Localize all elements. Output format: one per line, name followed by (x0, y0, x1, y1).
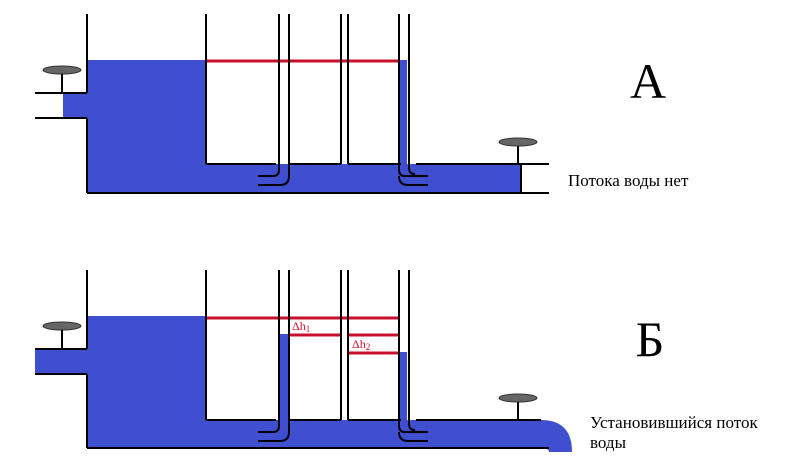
panel-b-valve-outlet (498, 393, 538, 420)
panel-b-channel-water (87, 420, 543, 448)
panel-b-outflow-jet (541, 420, 572, 452)
delta-h1-label: Δh1 (292, 319, 310, 334)
panel-a-channel-water (87, 164, 521, 193)
panel-a-walls (35, 14, 549, 194)
panel-b-level-lines (205, 316, 400, 355)
panel-a-valve-outlet (498, 137, 538, 164)
panel-b-water (35, 316, 572, 452)
panel-a-valve-inlet (42, 65, 82, 93)
panel-a-caption: Потока воды нет (568, 171, 689, 190)
valve-handwheel-icon (498, 393, 538, 403)
panel-a-inlet-water (63, 93, 87, 118)
panel-a-right-tube-water (399, 60, 407, 170)
panel-b-left-tube-water (279, 334, 289, 420)
panel-a: А Потока воды нет (35, 14, 689, 194)
panel-b-caption-line1: Установившийся поток (590, 413, 758, 432)
panel-a-pitot-tube-2 (398, 14, 428, 186)
panel-b: Δh1 Δh2 (35, 270, 758, 452)
delta-h2-label: Δh2 (352, 337, 370, 352)
panel-b-caption-line2: воды (590, 433, 627, 452)
valve-handwheel-icon (42, 321, 82, 331)
panel-b-pitot-tube-1 (258, 270, 290, 442)
panel-b-walls (35, 270, 549, 449)
panel-b-pitot-tube-2 (398, 270, 428, 442)
panel-b-inlet-water (35, 349, 87, 374)
panel-a-water (63, 60, 521, 193)
panel-b-valve-inlet (42, 321, 82, 349)
panel-a-letter: А (630, 53, 666, 109)
panel-b-letter: Б (636, 311, 665, 367)
panel-b-right-tube-water (399, 352, 407, 422)
valve-handwheel-icon (42, 65, 82, 75)
valve-handwheel-icon (498, 137, 538, 147)
panel-a-pitot-tube-1 (258, 14, 290, 186)
